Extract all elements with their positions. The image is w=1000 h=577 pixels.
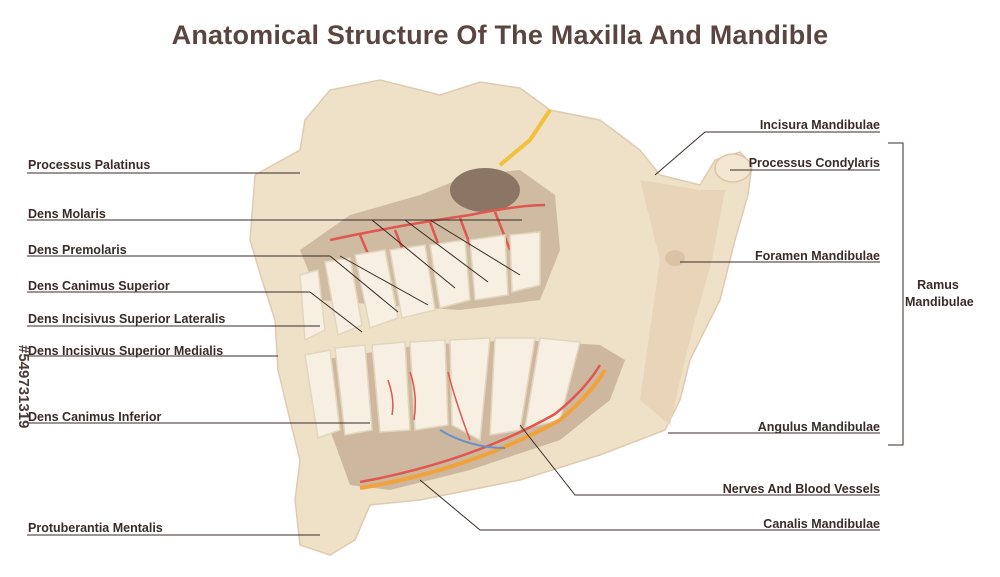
label-processus-condylaris: Processus Condylaris	[748, 156, 880, 170]
ramus-line2: Mandibulae	[905, 295, 974, 309]
label-foramen-mandibulae: Foramen Mandibulae	[754, 249, 880, 263]
label-dens-incisivus-superior-medialis: Dens Incisivus Superior Medialis	[28, 344, 224, 358]
label-protuberantia-mentalis: Protuberantia Mentalis	[28, 521, 163, 535]
label-processus-palatinus: Processus Palatinus	[28, 158, 151, 172]
root-details	[387, 371, 471, 441]
label-ramus-mandibulae: Ramus Mandibulae	[905, 277, 974, 311]
label-dens-molaris: Dens Molaris	[28, 207, 106, 221]
label-canalis-mandibulae: Canalis Mandibulae	[763, 517, 880, 531]
mandibular-vessel	[359, 364, 602, 484]
diagram-title: Anatomical Structure Of The Maxilla And …	[171, 20, 829, 50]
label-dens-premolaris: Dens Premolaris	[28, 243, 127, 257]
lower-teeth	[304, 337, 581, 442]
label-incisura-mandibulae: Incisura Mandibulae	[759, 118, 880, 132]
right-leader-lines	[419, 131, 904, 531]
label-dens-incisivus-superior-lateralis: Dens Incisivus Superior Lateralis	[28, 312, 226, 326]
watermark-id-text: #549731319	[15, 345, 32, 429]
mandibular-blue	[439, 429, 506, 449]
label-dens-canimus-inferior: Dens Canimus Inferior	[28, 410, 162, 424]
watermark-id: #549731319	[8, 345, 32, 495]
label-angulus-mandibulae: Angulus Mandibulae	[757, 420, 880, 434]
upper-teeth	[299, 231, 541, 342]
sinus	[450, 168, 520, 212]
left-leader-lines	[27, 172, 522, 536]
label-dens-canimus-superior: Dens Canimus Superior	[28, 279, 170, 293]
foramen-shape	[665, 250, 685, 266]
ramus-line1: Ramus	[917, 278, 959, 292]
upper-nerve	[498, 108, 552, 167]
label-nerves-and-blood-vessels: Nerves And Blood Vessels	[722, 482, 880, 496]
mandibular-nerve	[359, 368, 607, 490]
ramus-shadow	[640, 180, 725, 425]
condyle	[714, 153, 752, 183]
